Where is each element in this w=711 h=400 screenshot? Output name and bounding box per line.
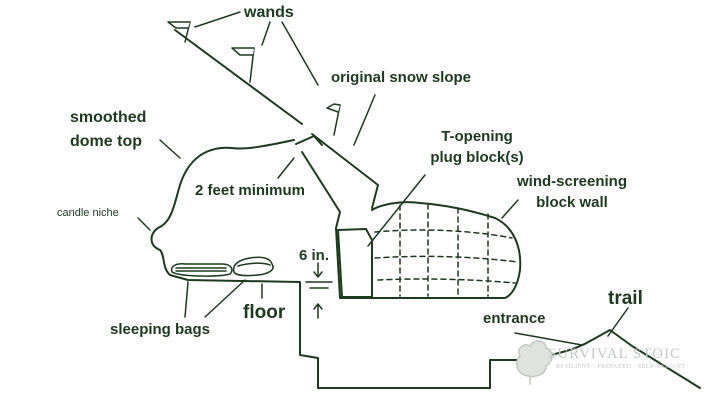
label-trail: trail — [608, 288, 643, 309]
pointer-two-feet — [277, 157, 295, 179]
pointer-trail — [607, 307, 629, 337]
label-sleeping-bags: sleeping bags — [110, 321, 211, 338]
survival-stoic-logo-icon — [515, 340, 553, 385]
label-t-opening-line2: plug block(s) — [430, 148, 524, 166]
pointer-wands-2 — [261, 21, 271, 46]
plug-block — [337, 228, 373, 298]
label-smoothed-dome-top-line2: dome top — [70, 133, 142, 150]
label-wind-screening-block-wall: wind-screening block wall — [512, 173, 632, 213]
label-wind-screening-line1: wind-screening — [516, 173, 628, 190]
snow-slope-surface-lower — [311, 133, 379, 209]
pointer-wands-3 — [281, 21, 319, 86]
label-candle-niche: candle niche — [57, 207, 119, 219]
pointer-dome-top — [159, 139, 181, 159]
pointer-sleeping-bag-2 — [204, 279, 246, 318]
snow-slope-surface-upper — [174, 29, 303, 125]
label-original-snow-slope: original snow slope — [331, 69, 472, 86]
wand-2 — [231, 47, 255, 83]
measure-arrow-up — [313, 303, 323, 319]
floor-marks — [305, 281, 333, 289]
label-entrance: entrance — [483, 310, 546, 327]
sleeping-bag-right — [232, 256, 274, 277]
pointer-snow-slope — [353, 94, 376, 146]
pointer-candle-niche — [137, 217, 151, 231]
label-smoothed-dome-top-line1: smoothed — [70, 109, 147, 126]
vent-shaft — [301, 151, 373, 299]
block-wall-outline — [371, 201, 522, 299]
block-wall-joints — [374, 203, 519, 297]
wand-1 — [167, 21, 191, 43]
sleeping-bag-left — [170, 263, 233, 277]
pointer-entrance — [514, 332, 583, 346]
label-wind-screening-line2: block wall — [536, 193, 608, 211]
watermark-title: SURVIVAL STOIC — [548, 346, 681, 362]
label-t-opening-plug-blocks: T-opening plug block(s) — [418, 128, 536, 168]
label-six-in: 6 in. — [299, 247, 330, 264]
label-smoothed-dome-top: smoothed dome top — [70, 108, 146, 152]
label-floor: floor — [243, 302, 286, 323]
cave-dome-outline — [150, 139, 521, 389]
label-two-feet-minimum: 2 feet minimum — [195, 182, 306, 199]
pointer-block-wall — [501, 199, 519, 219]
watermark-tagline: RESILIENT · PREPARED · SELF-RELIANT — [556, 364, 686, 370]
label-wands: wands — [244, 4, 294, 21]
vent-cut — [295, 135, 323, 146]
label-t-opening-line1: T-opening — [441, 128, 513, 145]
pointer-sleeping-bag-1 — [184, 281, 189, 318]
measure-arrow-down — [313, 262, 323, 278]
pointer-wands-1 — [194, 11, 241, 28]
pointer-plug-block — [367, 174, 426, 247]
wand-3 — [326, 103, 341, 136]
